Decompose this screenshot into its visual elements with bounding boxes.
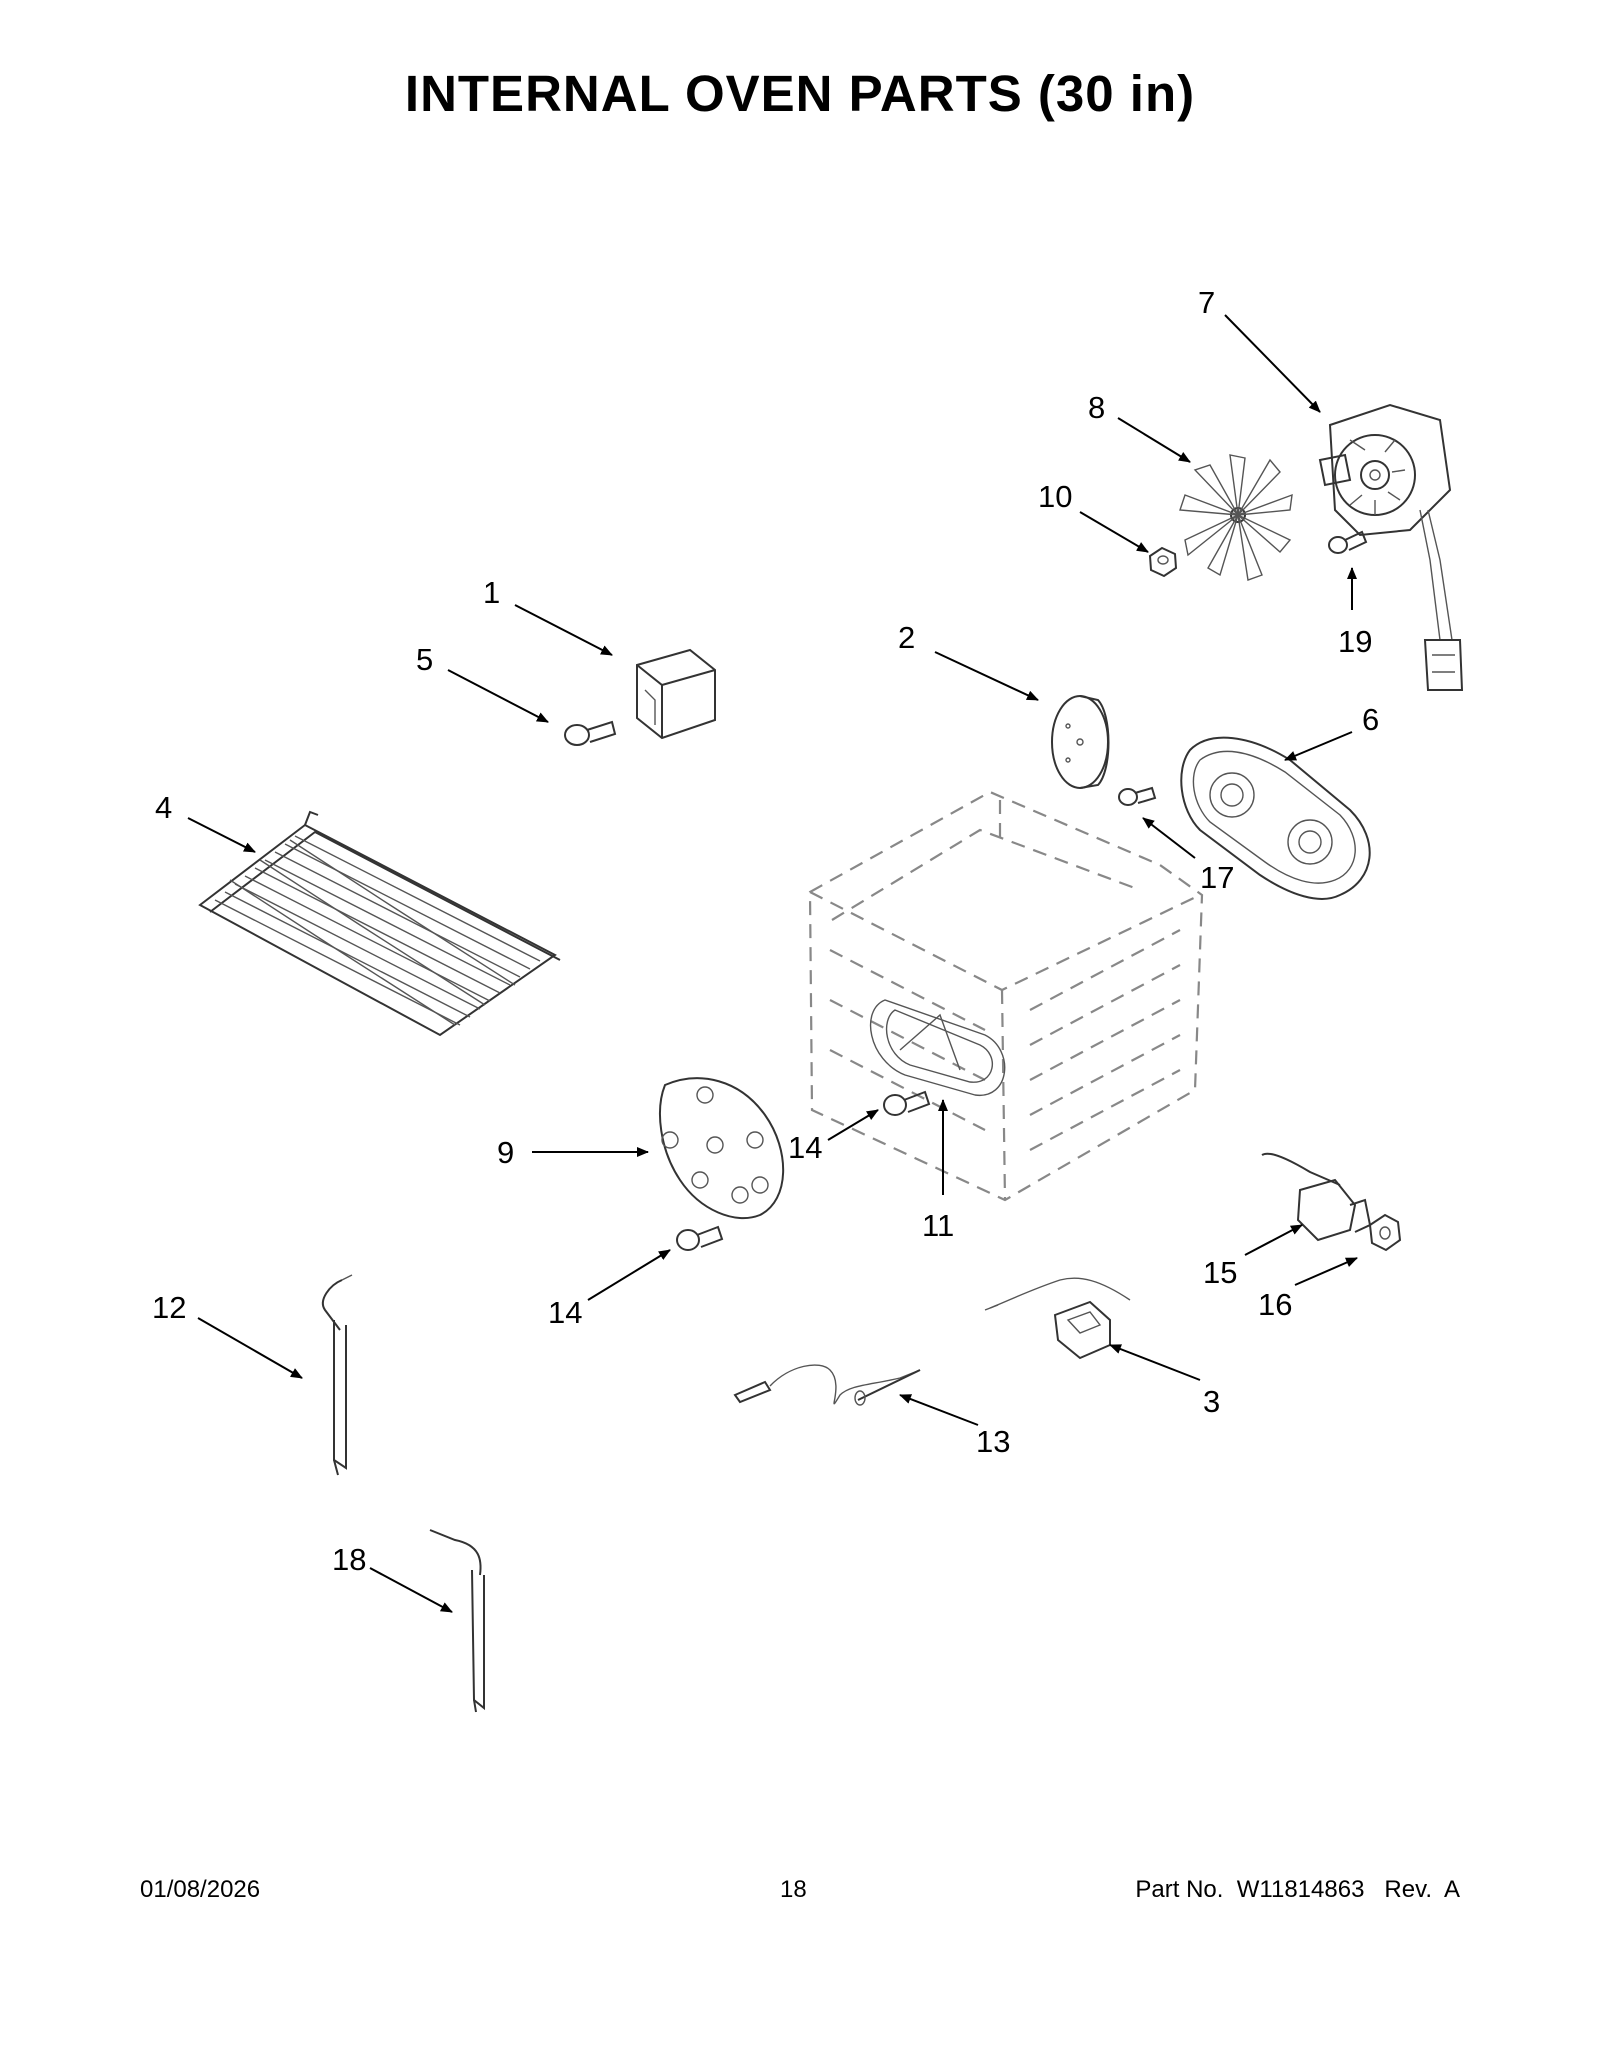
oven-cavity [808,790,1204,1202]
part-12-rod [322,1274,353,1476]
part-2-disc [1051,695,1110,789]
callout-6: 6 [1362,702,1379,737]
callout-14a: 14 [788,1130,822,1165]
leader-3 [1109,1344,1201,1381]
leader-8 [1117,417,1191,463]
leader-12 [197,1317,303,1379]
part-14-screw-lower [676,1225,724,1251]
callout-9: 9 [497,1135,514,1170]
leader-6 [1284,731,1353,761]
part-18-rod [429,1529,485,1713]
part-4-oven-rack [198,810,561,1037]
leader-15 [1244,1224,1303,1256]
callout-2: 2 [898,620,915,655]
callout-4: 4 [155,790,172,825]
part-5-screw [564,720,617,746]
leader-1 [514,604,613,656]
part-14-screw-upper [883,1090,931,1116]
part-17-screw [1118,786,1157,806]
leader-17 [1142,817,1196,859]
callout-12: 12 [152,1290,186,1325]
part-6-fan-cover [1180,736,1371,900]
part-7-convection-motor [1318,403,1464,691]
part-15-bracket [1261,1152,1372,1242]
leader-14a [827,1109,879,1141]
part-13-probe [733,1364,921,1406]
callout-19: 19 [1338,624,1372,659]
part-8-fan-blade [1179,454,1293,581]
callout-15: 15 [1203,1255,1237,1290]
leader-5 [447,669,549,723]
callout-16: 16 [1258,1287,1292,1322]
leader-13 [899,1394,979,1426]
part-3-sensor [984,1277,1131,1360]
page-title: INTERNAL OVEN PARTS (30 in) [404,65,1196,122]
part-16-nut [1368,1213,1402,1252]
callout-18: 18 [332,1542,366,1577]
callout-10: 10 [1038,479,1072,514]
part-19-screw [1328,530,1368,554]
callout-labels: 7 8 10 19 1 5 4 2 6 17 9 14 11 14 15 16 … [152,285,1379,1577]
callout-11: 11 [922,1208,954,1243]
footer-page-number: 18 [780,1876,807,1903]
callout-14b: 14 [548,1295,582,1330]
callout-7: 7 [1198,285,1215,320]
part-1-vent-duct [636,648,716,740]
callout-5: 5 [416,642,433,677]
leader-7 [1224,314,1321,413]
callout-3: 3 [1203,1384,1220,1419]
part-9-back-panel [659,1077,785,1220]
leader-18 [369,1567,453,1613]
callout-1: 1 [483,575,500,610]
leader-lines [187,314,1358,1613]
part-10-nut [1148,546,1178,578]
footer-part-number: Part No. W11814863 Rev. A [1135,1876,1460,1903]
leader-2 [934,651,1039,701]
callout-8: 8 [1088,390,1105,425]
leader-16 [1294,1257,1358,1286]
leader-4 [187,817,256,853]
callout-13: 13 [976,1424,1010,1459]
leader-14b [587,1249,671,1301]
leader-10 [1079,511,1149,553]
callout-17: 17 [1200,860,1234,895]
footer-date: 01/08/2026 [140,1876,261,1903]
